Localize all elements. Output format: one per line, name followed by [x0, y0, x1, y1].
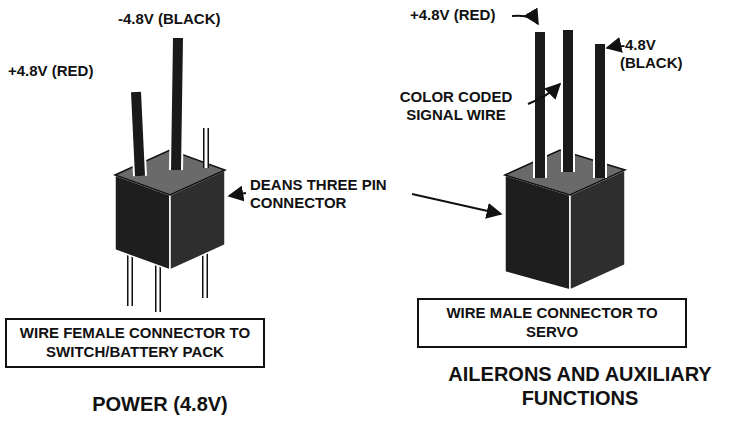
label-box: WIRE MALE CONNECTOR TO SERVO: [417, 298, 687, 348]
caption: POWER (4.8V): [50, 392, 270, 416]
box-text: WIRE FEMALE CONNECTOR TO SWITCH/BATTERY …: [15, 324, 255, 362]
wire-label: -4.8V (BLACK): [118, 10, 268, 28]
leader-lines: [229, 16, 616, 214]
female-connector: [115, 38, 225, 312]
caption: AILERONS AND AUXILIARY FUNCTIONS: [430, 362, 730, 410]
wire-label: +4.8V (RED): [8, 62, 128, 80]
connector-label: DEANS THREE PIN CONNECTOR: [250, 176, 410, 212]
wire-label: +4.8V (RED): [410, 6, 520, 24]
wire-label: -4.8V (BLACK): [620, 36, 710, 72]
box-text: WIRE MALE CONNECTOR TO SERVO: [427, 304, 677, 342]
wire-label: COLOR CODED SIGNAL WIRE: [386, 88, 526, 124]
label-box: WIRE FEMALE CONNECTOR TO SWITCH/BATTERY …: [5, 318, 265, 368]
male-connector: [505, 30, 625, 290]
